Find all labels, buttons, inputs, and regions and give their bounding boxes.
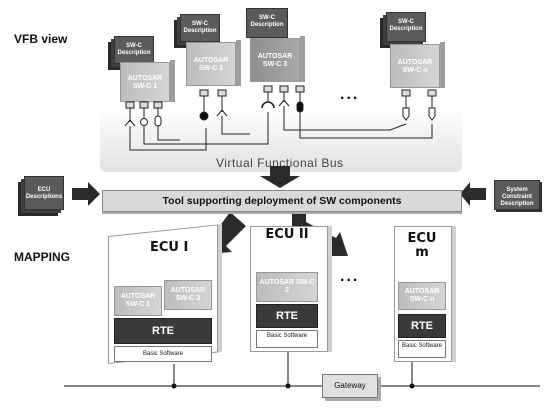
ecu-2-title: ECU II	[265, 227, 309, 242]
ecu-2-basic-software: Basic Software	[256, 330, 318, 348]
mapping-label: MAPPING	[14, 250, 71, 264]
ecu-m-title: ECU m	[407, 231, 437, 260]
swc-description-1: SW-C Description	[114, 36, 154, 64]
swc-description-n: SW-C Description	[386, 12, 426, 42]
ecu-1-rte: RTE	[114, 318, 212, 344]
autosar-swc-2: AUTOSAR SW-C 2	[186, 42, 236, 86]
ecu-2-rte: RTE	[256, 304, 318, 328]
ecu-1-swc-1: AUTOSAR SW-C 1	[114, 286, 162, 316]
ecu-2-swc-2: AUTOSAR SW-C 2	[256, 272, 318, 302]
swc-n-side	[440, 42, 445, 88]
ecu-m-rte: RTE	[398, 314, 446, 338]
autosar-swc-1: AUTOSAR SW-C 1	[120, 62, 170, 102]
autosar-swc-n: AUTOSAR SW-C n	[390, 44, 440, 88]
swc-3-side	[300, 36, 305, 82]
vfb-view-label: VFB view	[14, 32, 68, 46]
ecu-1-title: ECU I	[150, 240, 189, 255]
autosar-swc-3: AUTOSAR SW-C 3	[250, 38, 300, 82]
swc-2-side	[236, 40, 241, 86]
ecu-1-basic-software: Basic Software	[114, 346, 212, 362]
vfb-ellipsis: ...	[340, 86, 360, 103]
deployment-tool-bar: Tool supporting deployment of SW compone…	[102, 190, 462, 212]
swc-description-3: SW-C Description	[246, 8, 288, 38]
ecu-m-basic-software: Basic Software	[398, 340, 446, 358]
virtual-functional-bus-label: Virtual Functional Bus	[216, 156, 344, 170]
gateway-box: Gateway	[322, 374, 378, 398]
swc-1-side	[170, 60, 175, 102]
system-constraint-description: System Constraint Description	[494, 180, 540, 210]
ecu-ellipsis: ...	[340, 268, 360, 285]
ecu-descriptions: ECU Descriptions	[24, 176, 64, 210]
swc-description-2: SW-C Description	[180, 14, 220, 42]
ecu-1-swc-3: AUTOSAR SW-C 3	[164, 280, 212, 310]
ecu-m-swc-n: AUTOSAR SW-C n	[398, 282, 446, 310]
